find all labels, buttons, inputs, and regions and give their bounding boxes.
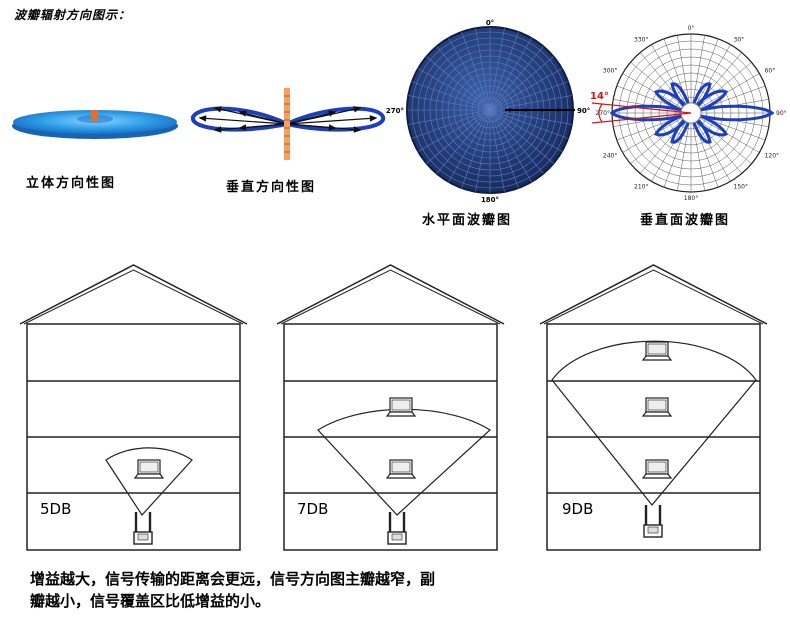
router-icon — [387, 512, 407, 545]
gain-label-5db: 5DB — [40, 500, 72, 518]
vertical-pattern-caption: 垂直方向性图 — [226, 180, 317, 195]
router-icon — [643, 505, 663, 538]
gain-label-7db: 7DB — [297, 500, 329, 518]
vp-arrow-0 — [199, 117, 288, 125]
hp-label-0: 0° — [486, 19, 494, 27]
beam-angle-marker — [591, 102, 692, 124]
description-line-2: 瓣越小，信号覆盖区比低增益的小。 — [30, 592, 271, 610]
vpp-angle-label: 270° — [596, 110, 610, 117]
vp-arrow-3 — [239, 111, 288, 125]
vp-arrow-9 — [286, 123, 336, 129]
gain-label-9db: 9DB — [562, 500, 594, 518]
vertical-pattern-antenna — [284, 88, 290, 160]
stereo-pattern-disc — [12, 110, 178, 139]
stereo-antenna — [91, 110, 98, 121]
vertical-pattern-arrows — [198, 106, 378, 133]
hp-label-90: 90° — [577, 107, 590, 115]
vertical-plane-caption: 垂直面波瓣图 — [640, 213, 731, 228]
house-0 — [19, 264, 248, 551]
vpp-angle-label: 60° — [765, 68, 776, 75]
beam-angle-label: 14° — [590, 91, 609, 102]
laptop-icon — [385, 459, 417, 479]
coverage-lobe-9db — [551, 340, 757, 506]
vpp-angle-label: 30° — [734, 36, 745, 43]
coverage-lobe-5db — [105, 447, 193, 516]
laptop-icon — [133, 459, 165, 479]
stereo-pattern-caption: 立体方向性图 — [26, 176, 117, 191]
vpp-angle-label: 180° — [684, 195, 698, 202]
laptop-icon — [641, 459, 673, 479]
vpp-angle-label: 0° — [688, 25, 695, 32]
vpp-angle-label: 120° — [765, 153, 779, 160]
devices — [133, 341, 673, 545]
vpp-angle-label: 330° — [634, 36, 648, 43]
coverage-houses — [19, 264, 768, 551]
description-text: 增益越大，信号传输的距离会更远，信号方向图主瓣越窄，副 瓣越小，信号覆盖区比低增… — [30, 568, 570, 612]
vpp-angle-label: 90° — [776, 110, 787, 117]
house-2 — [539, 264, 768, 551]
router-icon — [133, 512, 153, 545]
vp-arrow-5 — [286, 117, 377, 125]
vertical-pattern-figure — [191, 88, 385, 160]
horizontal-polar-plot: 0° 90° 180° 270° — [386, 19, 590, 204]
vpp-angle-label: 240° — [603, 153, 617, 160]
page-title: 波瓣辐射方向图示： — [14, 8, 132, 22]
vpp-angle-label: 150° — [734, 184, 748, 191]
vpp-angle-label: 300° — [603, 68, 617, 75]
vpp-angle-label: 210° — [634, 184, 648, 191]
vertical-polar-plot: 0° 30° 60° 90° 120° 150° 180° 210° 240° 270° 300° 3… — [590, 25, 787, 202]
vp-arrow-8 — [286, 111, 336, 125]
description-line-1: 增益越大，信号传输的距离会更远，信号方向图主瓣越窄，副 — [30, 570, 436, 588]
laptop-icon — [641, 397, 673, 417]
hp-label-180: 180° — [481, 196, 499, 204]
horizontal-plane-caption: 水平面波瓣图 — [422, 213, 513, 228]
vp-arrow-4 — [239, 123, 288, 129]
laptop-icon — [641, 341, 673, 361]
house-1 — [276, 264, 505, 551]
laptop-icon — [385, 397, 417, 417]
hp-label-270: 270° — [386, 107, 404, 115]
